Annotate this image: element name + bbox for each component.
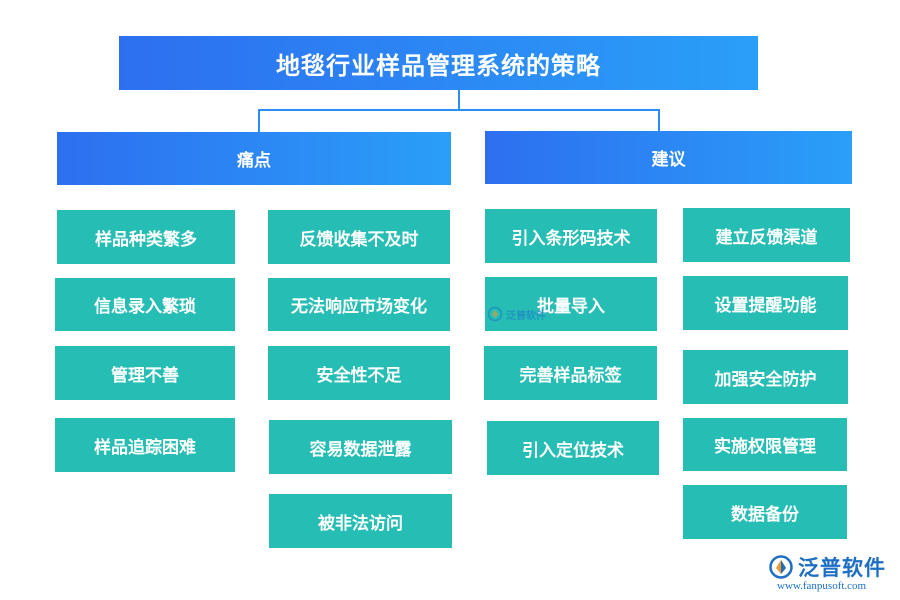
brand-url: www.fanpusoft.com bbox=[777, 580, 867, 592]
suggestion-item: 建立反馈渠道 bbox=[683, 208, 850, 262]
pain-point-item: 安全性不足 bbox=[268, 346, 450, 400]
suggestion-item: 引入条形码技术 bbox=[485, 209, 657, 263]
page-title: 地毯行业样品管理系统的策略 bbox=[119, 36, 758, 90]
pain-point-item: 被非法访问 bbox=[269, 494, 452, 548]
pain-point-item: 反馈收集不及时 bbox=[268, 210, 450, 264]
pain-point-item: 管理不善 bbox=[55, 346, 235, 400]
connector-horizontal bbox=[258, 109, 660, 111]
suggestion-item: 实施权限管理 bbox=[683, 418, 847, 471]
suggestion-item: 设置提醒功能 bbox=[683, 276, 848, 330]
connector-left-drop bbox=[258, 109, 260, 132]
pain-point-item: 样品追踪困难 bbox=[55, 418, 235, 472]
pain-point-item: 容易数据泄露 bbox=[269, 420, 452, 474]
pain-point-item: 信息录入繁琐 bbox=[55, 278, 235, 331]
pain-points-header: 痛点 bbox=[57, 132, 451, 185]
suggestion-item: 引入定位技术 bbox=[487, 421, 659, 475]
pain-point-item: 无法响应市场变化 bbox=[268, 278, 450, 331]
pain-point-item: 样品种类繁多 bbox=[57, 210, 235, 264]
connector-title-stem bbox=[458, 90, 460, 110]
watermark-text: 泛普软件 bbox=[506, 310, 546, 322]
connector-right-drop bbox=[658, 109, 660, 131]
brand-logo-icon bbox=[487, 306, 503, 322]
suggestion-item: 完善样品标签 bbox=[484, 346, 657, 400]
brand-logo: 泛普软件 bbox=[768, 552, 886, 582]
watermark: 泛普软件 bbox=[487, 306, 546, 322]
suggestion-item: 加强安全防护 bbox=[683, 350, 848, 404]
brand-logo-icon bbox=[769, 555, 793, 579]
suggestion-item: 数据备份 bbox=[683, 485, 847, 539]
brand-name: 泛普软件 bbox=[798, 556, 886, 580]
suggestions-header: 建议 bbox=[485, 131, 852, 184]
suggestion-item: 批量导入 bbox=[485, 277, 657, 331]
